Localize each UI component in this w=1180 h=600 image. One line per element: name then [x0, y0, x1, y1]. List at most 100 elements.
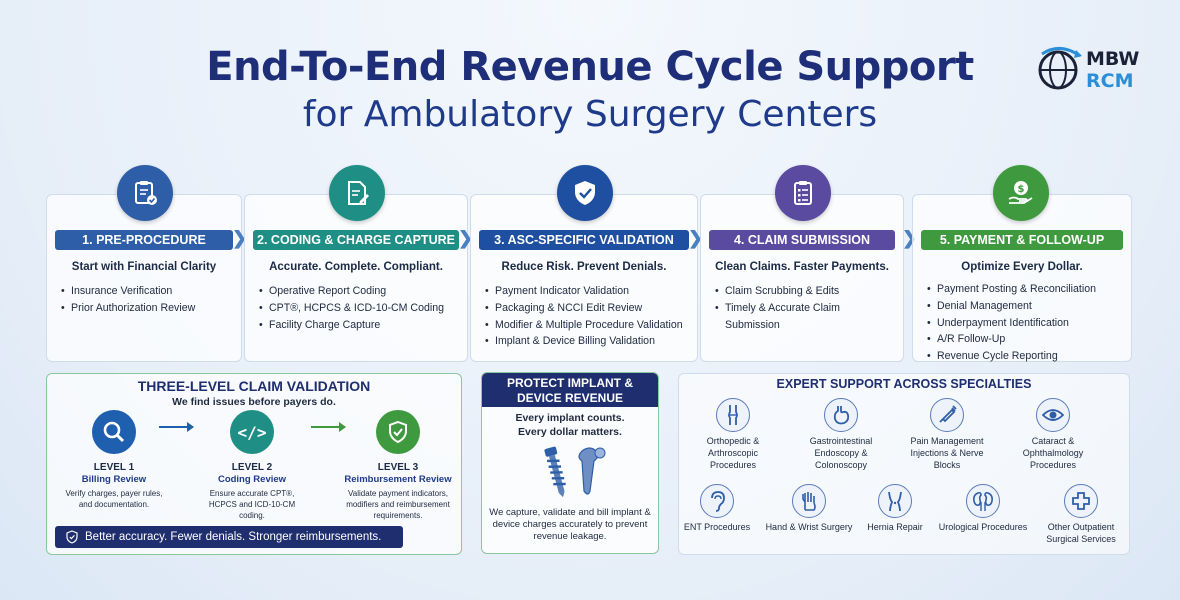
step-2-subtitle: Accurate. Complete. Compliant.: [269, 261, 443, 273]
level-2-sub: Coding Review: [217, 474, 287, 485]
level-3-name: LEVEL 3: [377, 462, 419, 473]
implant-sub-line2: Every dollar matters.: [518, 426, 622, 438]
specialty-hand-wrist: Hand & Wrist Surgery: [761, 484, 857, 533]
level-2-name: LEVEL 2: [231, 462, 273, 473]
implant-description: We capture, validate and bill implant & …: [489, 507, 651, 542]
list-item: Payment Posting & Reconciliation: [927, 281, 1127, 298]
level-1-sub: Billing Review: [81, 474, 147, 485]
magnifier-icon: [92, 410, 136, 454]
step-1-list: Insurance Verification Prior Authorizati…: [61, 283, 237, 317]
specialty-label: Hand & Wrist Surgery: [765, 522, 853, 532]
step-payment-follow-up: $ 5. PAYMENT & FOLLOW-UP Optimize Every …: [912, 165, 1132, 365]
list-item: CPT®, HCPCS & ICD-10-CM Coding: [259, 300, 463, 317]
step-pre-procedure: 1. PRE-PROCEDURE Start with Financial Cl…: [46, 165, 242, 362]
specialties-box: EXPERT SUPPORT ACROSS SPECIALTIES Orthop…: [678, 373, 1130, 555]
specialty-ent: ENT Procedures: [669, 484, 765, 533]
step-claim-submission: 4. CLAIM SUBMISSION Clean Claims. Faster…: [700, 165, 904, 362]
specialty-orthopedic: Orthopedic & Arthroscopic Procedures: [685, 398, 781, 471]
revenue-cycle-steps: 1. PRE-PROCEDURE Start with Financial Cl…: [42, 160, 1136, 370]
level-3-sub: Reimbursement Review: [344, 474, 452, 485]
step-4-subtitle: Clean Claims. Faster Payments.: [715, 261, 889, 273]
shield-check-icon: [557, 165, 613, 221]
kidney-icon: [966, 484, 1000, 518]
page-subtitle: for Ambulatory Surgery Centers: [302, 94, 878, 135]
list-item: Insurance Verification: [61, 283, 237, 300]
banner-text: Better accuracy. Fewer denials. Stronger…: [85, 531, 382, 543]
list-item: Timely & Accurate Claim Submission: [715, 300, 863, 334]
specialties-title: EXPERT SUPPORT ACROSS SPECIALTIES: [776, 377, 1032, 391]
implant-title-line2: DEVICE REVENUE: [516, 391, 624, 405]
list-item: Operative Report Coding: [259, 283, 463, 300]
implant-subtitle: Every implant counts. Every dollar matte…: [482, 411, 658, 439]
three-level-validation-box: THREE-LEVEL CLAIM VALIDATION We find iss…: [46, 373, 462, 555]
specialty-label: Urological Procedures: [938, 522, 1028, 532]
torso-icon: [878, 484, 912, 518]
logo-text-rcm: RCM: [1086, 70, 1134, 92]
step-3-list: Payment Indicator Validation Packaging &…: [485, 283, 693, 350]
step-4-list: Claim Scrubbing & Edits Timely & Accurat…: [715, 283, 863, 333]
step-coding-charge-capture: 2. CODING & CHARGE CAPTURE Accurate. Com…: [244, 165, 468, 362]
shield-check-icon: [66, 530, 78, 544]
specialty-label: Cataract & Ophthalmology Procedures: [1022, 436, 1084, 470]
specialty-cataract: Cataract & Ophthalmology Procedures: [1005, 398, 1101, 471]
chevron-right-icon: ❯: [688, 228, 704, 248]
specialty-label: Pain Management Injections & Nerve Block…: [910, 436, 984, 470]
step-2-title: 2. CODING & CHARGE CAPTURE: [253, 230, 459, 250]
claim-list-icon: [775, 165, 831, 221]
step-4-title: 4. CLAIM SUBMISSION: [709, 230, 895, 250]
implant-sub-line1: Every implant counts.: [515, 412, 625, 424]
step-5-title: 5. PAYMENT & FOLLOW-UP: [921, 230, 1123, 250]
step-asc-specific-validation: 3. ASC-SPECIFIC VALIDATION Reduce Risk. …: [470, 165, 698, 362]
specialty-label: Orthopedic & Arthroscopic Procedures: [706, 436, 760, 470]
step-5-list: Payment Posting & Reconciliation Denial …: [927, 281, 1127, 365]
arrow-right-icon: [159, 422, 194, 432]
specialty-urological: Urological Procedures: [935, 484, 1031, 533]
arrow-right-icon: [311, 422, 346, 432]
list-item: Modifier & Multiple Procedure Validation: [485, 317, 693, 334]
list-item: Claim Scrubbing & Edits: [715, 283, 863, 300]
implant-title: PROTECT IMPLANT & DEVICE REVENUE: [482, 373, 658, 407]
specialty-hernia: Hernia Repair: [847, 484, 943, 533]
chevron-right-icon: ❯: [232, 228, 248, 248]
hand-icon: [792, 484, 826, 518]
svg-text:$: $: [1018, 184, 1025, 195]
implant-revenue-box: PROTECT IMPLANT & DEVICE REVENUE Every i…: [481, 372, 659, 554]
knee-joint-icon: [716, 398, 750, 432]
document-edit-icon: [329, 165, 385, 221]
list-item: Revenue Cycle Reporting: [927, 348, 1127, 365]
specialty-gastrointestinal: Gastrointestinal Endoscopy & Colonoscopy: [793, 398, 889, 471]
level-3-desc: Validate payment indicators, modifiers a…: [346, 489, 450, 520]
level-1: LEVEL 1 Billing Review Verify charges, p…: [59, 410, 169, 510]
list-item: A/R Follow-Up: [927, 331, 1127, 348]
specialty-other-outpatient: Other Outpatient Surgical Services: [1033, 484, 1129, 545]
specialty-label: Hernia Repair: [867, 522, 923, 532]
validation-subtitle: We find issues before payers do.: [172, 396, 336, 408]
money-hand-icon: $: [993, 165, 1049, 221]
code-icon: </>: [230, 410, 274, 454]
list-item: Underpayment Identification: [927, 315, 1127, 332]
list-item: Prior Authorization Review: [61, 300, 237, 317]
list-item: Implant & Device Billing Validation: [485, 333, 693, 350]
company-logo: MBW RCM: [1036, 44, 1146, 100]
step-3-title: 3. ASC-SPECIFIC VALIDATION: [479, 230, 689, 250]
level-1-name: LEVEL 1: [93, 462, 135, 473]
list-item: Facility Charge Capture: [259, 317, 463, 334]
step-1-subtitle: Start with Financial Clarity: [71, 261, 217, 273]
implant-screw-icon: [544, 446, 606, 498]
clipboard-check-icon: [117, 165, 173, 221]
specialty-pain-management: Pain Management Injections & Nerve Block…: [899, 398, 995, 471]
level-3: LEVEL 3 Reimbursement Review Validate pa…: [343, 410, 453, 521]
step-5-subtitle: Optimize Every Dollar.: [961, 261, 1083, 273]
syringe-icon: [930, 398, 964, 432]
validation-banner: Better accuracy. Fewer denials. Stronger…: [55, 526, 403, 548]
specialty-label: Other Outpatient Surgical Services: [1046, 522, 1116, 544]
eye-icon: [1036, 398, 1070, 432]
step-3-subtitle: Reduce Risk. Prevent Denials.: [501, 261, 667, 273]
globe-icon: [1038, 47, 1082, 90]
step-1-title: 1. PRE-PROCEDURE: [55, 230, 233, 250]
stomach-icon: [824, 398, 858, 432]
page-title: End-To-End Revenue Cycle Support: [206, 44, 974, 90]
shield-check-icon: [376, 410, 420, 454]
ear-icon: [700, 484, 734, 518]
list-item: Denial Management: [927, 298, 1127, 315]
